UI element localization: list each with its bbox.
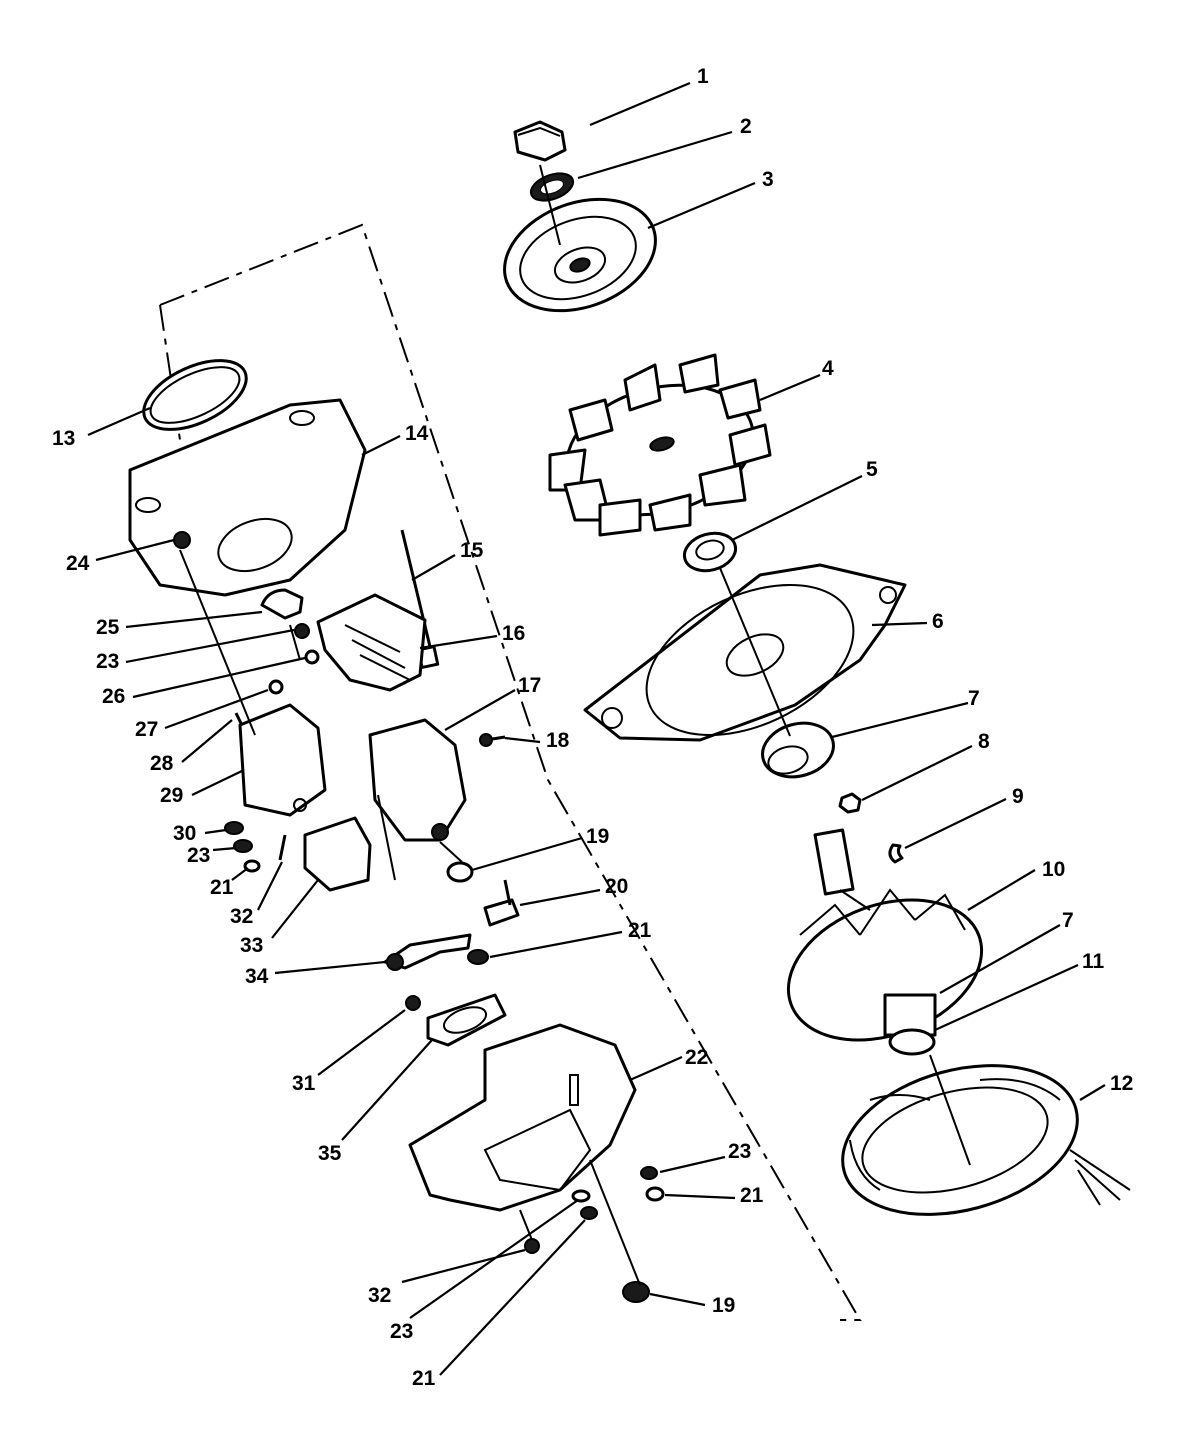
callout-33: 33 [240, 934, 263, 957]
part-nut-19a [446, 861, 474, 883]
part-bearing-rear [761, 721, 835, 779]
part-washer-23c [233, 839, 253, 853]
part-screw-27 [268, 679, 284, 695]
callout-27: 27 [135, 718, 158, 741]
part-connector [383, 933, 472, 971]
part-nut-21d [580, 1206, 598, 1220]
callout-29: 29 [160, 784, 183, 807]
callout-4: 4 [822, 357, 834, 380]
callout-12: 12 [1110, 1072, 1133, 1095]
callout-31: 31 [292, 1072, 316, 1095]
part-nut-19b [622, 1281, 650, 1303]
callout-32b: 32 [368, 1284, 391, 1307]
callout-21d: 21 [412, 1367, 436, 1390]
part-stator [841, 1064, 1131, 1216]
part-o-ring [142, 359, 248, 431]
part-screw-18 [479, 733, 506, 747]
part-brush-holder [303, 816, 372, 892]
part-brush-clip [260, 588, 304, 620]
callout-21a: 21 [628, 919, 652, 942]
part-pulley [503, 197, 657, 313]
callout-13: 13 [52, 427, 75, 450]
part-screw-32a [278, 834, 287, 861]
part-screw-32b [524, 1238, 540, 1254]
callout-26: 26 [102, 685, 125, 708]
part-regulator [238, 703, 327, 817]
part-screw-26 [304, 649, 320, 665]
part-insulator [426, 993, 507, 1047]
part-nut-21e [645, 1186, 665, 1202]
callout-8: 8 [978, 730, 990, 753]
callout-21c: 21 [210, 876, 234, 899]
part-key [888, 843, 904, 864]
part-slip-ring-end-frame [128, 398, 367, 597]
callout-17: 17 [518, 674, 541, 697]
callout-3: 3 [762, 168, 774, 191]
callout-1: 1 [697, 65, 709, 88]
part-washer-23d [571, 1189, 591, 1203]
callout-2: 2 [740, 115, 752, 138]
callout-11: 11 [1082, 950, 1105, 973]
part-washer-30 [224, 821, 244, 835]
part-end-cover [408, 1023, 637, 1212]
callout-28: 28 [150, 752, 174, 775]
callout-25: 25 [96, 616, 120, 639]
callout-7a: 7 [968, 687, 980, 710]
callout-9: 9 [1012, 785, 1024, 808]
callout-19b: 19 [712, 1294, 735, 1317]
part-washer [529, 172, 575, 202]
part-nut-31 [405, 995, 421, 1011]
part-bearing-front [682, 531, 738, 573]
part-heat-sink [316, 593, 427, 692]
callout-7b: 7 [1062, 909, 1074, 932]
callout-23c: 23 [187, 844, 210, 867]
callout-20: 20 [605, 875, 628, 898]
callout-22: 22 [685, 1046, 708, 1069]
part-washer-23e [640, 1166, 658, 1180]
callout-5: 5 [866, 458, 878, 481]
callout-18: 18 [546, 729, 570, 752]
callouts: 1 2 3 4 5 6 7 8 9 10 7 11 12 13 14 15 16 [52, 65, 1133, 1390]
callout-14: 14 [405, 422, 429, 445]
callout-15: 15 [460, 539, 484, 562]
part-nut [513, 120, 567, 162]
part-nut-21a [467, 949, 489, 965]
callout-34: 34 [245, 965, 269, 988]
callout-16: 16 [502, 622, 525, 645]
part-fan [548, 353, 772, 537]
callout-30: 30 [173, 822, 196, 845]
callout-6: 6 [932, 610, 944, 633]
part-washer-23 [294, 623, 310, 639]
callout-23a: 23 [728, 1140, 751, 1163]
callout-24: 24 [66, 552, 90, 575]
callout-23d: 23 [390, 1320, 413, 1343]
callout-32a: 32 [230, 905, 253, 928]
part-drive-end-frame [583, 563, 907, 742]
part-bracket [483, 879, 520, 927]
callout-21b: 21 [740, 1184, 764, 1207]
callout-19a: 19 [586, 825, 609, 848]
callout-35: 35 [318, 1142, 342, 1165]
callout-23b: 23 [96, 650, 119, 673]
part-nut-21c [243, 859, 261, 873]
callout-10: 10 [1042, 858, 1065, 881]
part-screw-8 [838, 792, 862, 814]
part-rotor [786, 828, 984, 1056]
